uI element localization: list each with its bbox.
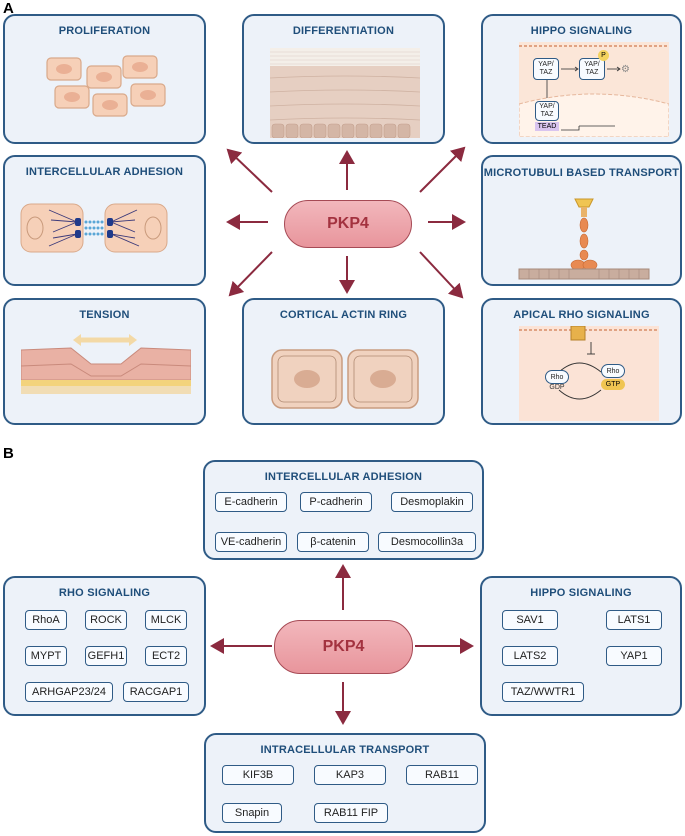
yaptaz-box-3: YAP/ TAZ xyxy=(535,101,559,121)
kinesin-illustration xyxy=(518,198,650,280)
card-title: INTERCELLULAR ADHESION xyxy=(25,166,184,178)
chip-gefh1: GEFH1 xyxy=(85,646,127,666)
rho-gdp-rho: Rho xyxy=(545,370,569,384)
arrow-to-proliferation xyxy=(226,148,273,193)
chip-lats2: LATS2 xyxy=(502,646,558,666)
chip-e-cadherin: E-cadherin xyxy=(215,492,287,512)
card-differentiation: DIFFERENTIATION xyxy=(242,14,445,144)
chip-rab11: RAB11 xyxy=(406,765,478,785)
chip-taz-wwtr1: TAZ/WWTR1 xyxy=(502,682,584,702)
adhesion-illustration xyxy=(20,203,168,253)
chip-snapin: Snapin xyxy=(222,803,282,823)
card-intercellular-adhesion: INTERCELLULAR ADHESION xyxy=(3,155,206,286)
card-title: HIPPO SIGNALING xyxy=(530,587,632,599)
actin-ring-illustration xyxy=(271,349,419,409)
chip-arhgap23-24: ARHGAP23/24 xyxy=(25,682,113,702)
chip-rhoa: RhoA xyxy=(25,610,67,630)
card-title: HIPPO SIGNALING xyxy=(530,25,633,37)
chip-mypt: MYPT xyxy=(25,646,67,666)
chip-sav1: SAV1 xyxy=(502,610,558,630)
chip-desmocollin3a: Desmocollin3a xyxy=(378,532,476,552)
card-title: TENSION xyxy=(79,309,130,321)
chip-rab11-fip: RAB11 FIP xyxy=(314,803,388,823)
card-b-intercellular-adhesion: INTERCELLULAR ADHESION E-cadherin P-cadh… xyxy=(203,460,484,560)
pkp4-center-b: PKP4 xyxy=(274,620,413,674)
card-title: PROLIFERATION xyxy=(58,25,151,37)
rho-cycle-illustration xyxy=(519,326,659,421)
pkp4-center-a: PKP4 xyxy=(284,200,412,248)
chip-mlck: MLCK xyxy=(145,610,187,630)
rho-gtp-label: GTP xyxy=(601,379,625,390)
card-tension: TENSION xyxy=(3,298,206,425)
card-cortical-actin-ring: CORTICAL ACTIN RING xyxy=(242,298,445,425)
degradation-icon: ⚙ xyxy=(621,64,630,75)
chip-kif3b: KIF3B xyxy=(222,765,294,785)
card-title: APICAL RHO SIGNALING xyxy=(513,309,650,321)
card-microtubuli-transport: MICROTUBULI BASED TRANSPORT xyxy=(481,155,682,286)
epidermis-illustration xyxy=(270,48,420,138)
chip-ect2: ECT2 xyxy=(145,646,187,666)
yaptaz-box-2: YAP/ TAZ xyxy=(579,58,605,80)
arrow-to-tension xyxy=(228,251,273,297)
card-b-intracellular-transport: INTRACELLULAR TRANSPORT KIF3B KAP3 RAB11… xyxy=(204,733,486,833)
rho-gdp-label: GDP xyxy=(549,384,565,391)
card-b-rho-signaling: RHO SIGNALING RhoA ROCK MLCK MYPT GEFH1 … xyxy=(3,576,206,716)
chip-racgap1: RACGAP1 xyxy=(123,682,189,702)
chip-p-cadherin: P-cadherin xyxy=(300,492,372,512)
card-title: DIFFERENTIATION xyxy=(292,25,395,37)
rho-gtp-rho: Rho xyxy=(601,364,625,378)
panel-b-label: B xyxy=(3,445,14,462)
card-title: INTERCELLULAR ADHESION xyxy=(264,471,423,483)
card-title: INTRACELLULAR TRANSPORT xyxy=(260,744,430,756)
chip-ve-cadherin: VE-cadherin xyxy=(215,532,287,552)
chip-lats1: LATS1 xyxy=(606,610,662,630)
chip-rock: ROCK xyxy=(85,610,127,630)
phospho-label: P xyxy=(598,50,609,61)
chip-beta-catenin: β-catenin xyxy=(297,532,369,552)
arrow-to-apical-rho xyxy=(419,251,464,299)
chip-kap3: KAP3 xyxy=(314,765,386,785)
tension-illustration xyxy=(21,334,191,394)
card-title: RHO SIGNALING xyxy=(58,587,151,599)
tead-label: TEAD xyxy=(535,122,559,131)
card-proliferation: PROLIFERATION xyxy=(3,14,206,144)
cells-illustration xyxy=(46,55,166,117)
yaptaz-box-1: YAP/ TAZ xyxy=(533,58,559,80)
hippo-arrows xyxy=(546,66,621,131)
panel-a-label: A xyxy=(3,0,14,17)
card-hippo-signaling: HIPPO SIGNALING YAP/ TAZ YAP/ TAZ P ⚙ YA… xyxy=(481,14,682,144)
chip-yap1: YAP1 xyxy=(606,646,662,666)
card-apical-rho-signaling: APICAL RHO SIGNALING Rho GDP Rho GTP xyxy=(481,298,682,425)
card-title: CORTICAL ACTIN RING xyxy=(279,309,408,321)
arrow-to-hippo xyxy=(419,146,466,193)
card-b-hippo-signaling: HIPPO SIGNALING SAV1 LATS1 LATS2 YAP1 TA… xyxy=(480,576,682,716)
hippo-pathway-illustration xyxy=(519,42,669,137)
card-title: MICROTUBULI BASED TRANSPORT xyxy=(483,167,680,179)
chip-desmoplakin: Desmoplakin xyxy=(391,492,473,512)
